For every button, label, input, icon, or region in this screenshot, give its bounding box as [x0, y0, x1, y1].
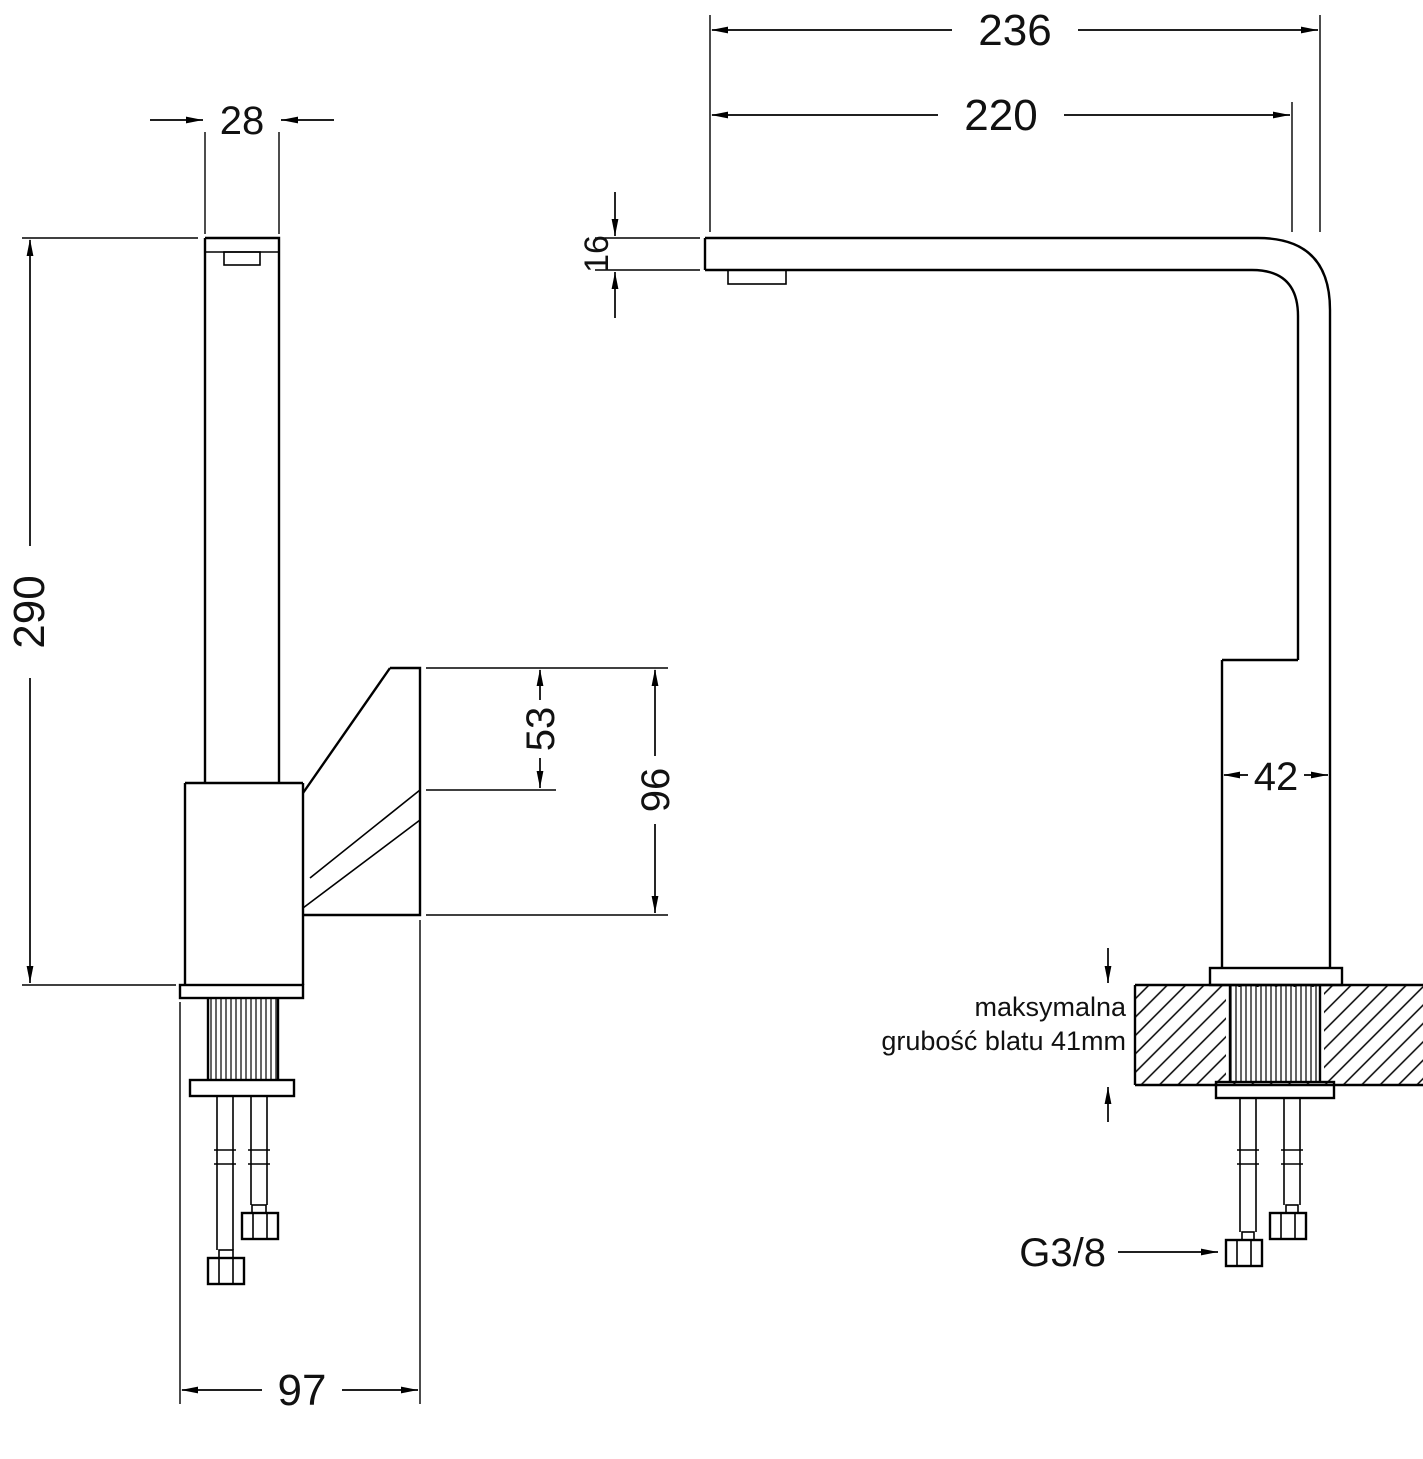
side-spout-column	[203, 236, 281, 783]
side-view-dimensions: 28 290 53 96	[5, 99, 678, 1415]
side-handle-lever	[302, 666, 422, 917]
side-mounting-nut	[188, 1078, 296, 1098]
dim-42: 42	[1223, 755, 1328, 799]
dim-220: 220	[711, 91, 1293, 232]
dim-label-spout-thickness: 16	[578, 235, 616, 273]
aerator	[727, 269, 787, 285]
front-threaded-shank	[1214, 985, 1336, 1100]
thread-size-label: G3/8	[1019, 1231, 1106, 1275]
front-mounting-studs	[1224, 1098, 1308, 1268]
dim-label-base-depth: 97	[278, 1366, 327, 1415]
dim-label-handle-upper: 53	[519, 707, 563, 752]
dim-236: 236	[709, 6, 1321, 232]
dim-label-reach-inner: 220	[964, 91, 1037, 140]
side-threaded-shank	[188, 998, 296, 1098]
dim-label-reach-outer: 236	[978, 6, 1051, 55]
dim-label-spout-width: 28	[220, 99, 265, 143]
side-body	[183, 781, 305, 985]
dim-53: 53	[426, 667, 668, 791]
front-connector-nut-left	[1224, 1238, 1264, 1268]
dim-290: 290	[5, 237, 198, 986]
thread-size-callout: G3/8	[1019, 1231, 1218, 1275]
front-mounting-nut	[1214, 1080, 1336, 1100]
dim-label-handle-total: 96	[634, 768, 678, 813]
side-connector-nut-left	[206, 1256, 246, 1286]
dim-label-total-height: 290	[5, 575, 54, 648]
dim-97: 97	[179, 920, 421, 1415]
front-view-dimensions: 236 220 16 42 maksymalna grubość	[578, 6, 1328, 1275]
countertop-note-line2: grubość blatu 41mm	[881, 1026, 1126, 1056]
side-mounting-studs	[206, 1096, 280, 1286]
front-base-flange	[1208, 966, 1344, 987]
side-connector-nut-right	[240, 1211, 280, 1241]
side-base-flange	[178, 983, 305, 1000]
countertop-thickness-note: maksymalna grubość blatu 41mm	[881, 948, 1127, 1122]
front-connector-nut-right	[1268, 1211, 1308, 1241]
front-view	[703, 236, 1423, 1268]
countertop-note-line1: maksymalna	[974, 992, 1127, 1022]
dim-96: 96	[426, 669, 678, 916]
front-spout-arm	[703, 236, 1332, 968]
dim-28: 28	[150, 99, 334, 234]
dim-label-body-width: 42	[1254, 755, 1299, 799]
front-body-column	[1220, 658, 1298, 968]
dim-16: 16	[578, 192, 700, 318]
side-view	[178, 236, 422, 1286]
